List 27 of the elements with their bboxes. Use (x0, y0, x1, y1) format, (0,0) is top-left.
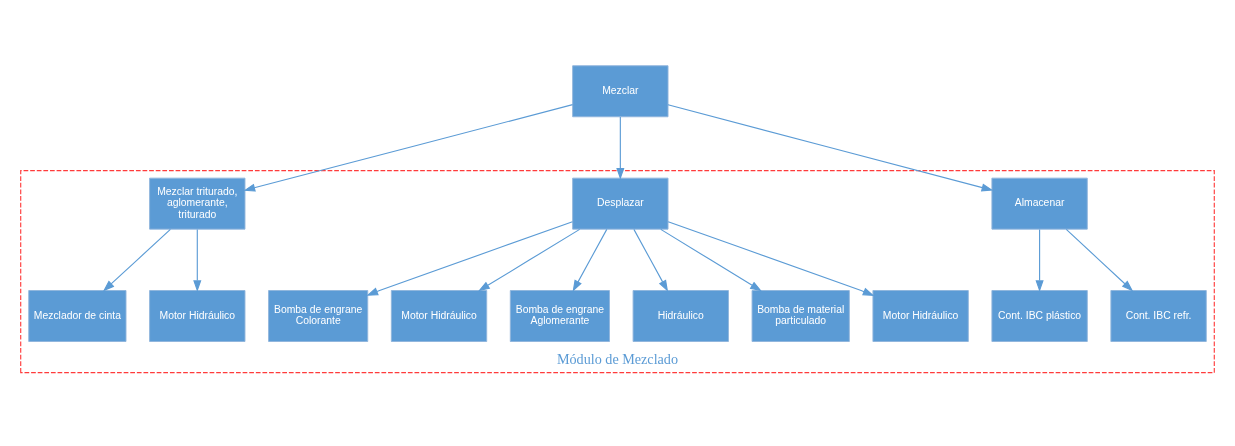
arrow (243, 104, 574, 192)
node-box: Mezclador de cinta (28, 290, 127, 342)
arrow (616, 116, 625, 180)
node-box: Bomba de engrane Aglomerante (509, 290, 610, 342)
arrow (667, 104, 994, 192)
node-box: Motor Hidráulico (390, 290, 488, 342)
arrow (193, 228, 202, 293)
node-box: Cont. IBC plástico (991, 290, 1088, 342)
node-box: Cont. IBC refr. (1110, 290, 1207, 342)
node-box: Hidráulico (632, 290, 729, 342)
node-box: Bomba de engrane Colorante (268, 290, 369, 342)
node-box: Mezclar (572, 65, 669, 118)
node-box: Motor Hidráulico (149, 290, 246, 342)
arrow (1035, 228, 1044, 293)
arrow (572, 228, 608, 292)
node-box: Motor Hidráulico (872, 290, 969, 342)
arrow (366, 221, 574, 296)
node-box: Desplazar (572, 177, 669, 230)
arrow (478, 228, 581, 292)
arrow (633, 228, 669, 292)
node-box: Almacenar (991, 177, 1088, 230)
arrow (660, 228, 762, 292)
node-box: Mezclar triturado, aglomerante, triturado (149, 177, 246, 230)
arrow (102, 228, 171, 292)
arrow (667, 221, 875, 297)
node-box: Bomba de material particulado (751, 290, 850, 342)
arrow (1065, 228, 1134, 292)
